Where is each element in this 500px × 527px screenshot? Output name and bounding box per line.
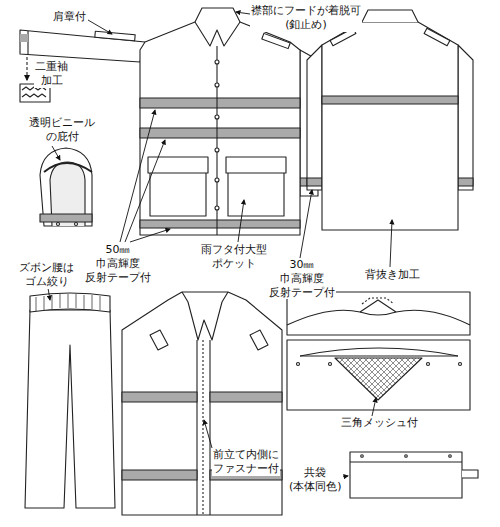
callout-label: 前立て内側に ファスナー付 <box>212 448 280 476</box>
callout-label: 背抜き加工 <box>364 268 421 282</box>
callout-label: 襟部にフードが着脱可 (釦止め) <box>250 4 362 32</box>
callout-label: 透明ビニール の庇付 <box>28 116 96 144</box>
mesh-detail <box>287 340 470 410</box>
callout-label: ズボン腰は ゴム絞り <box>18 261 75 289</box>
callout-label: 肩章付 <box>52 10 87 24</box>
storage-bag <box>350 452 478 498</box>
callout-label: 共袋 (本体同色) <box>288 466 343 494</box>
callout-label: 30㎜巾高輝度 反射テープ付 <box>268 258 336 299</box>
callout-label: 雨フタ付大型 ポケット <box>200 243 268 271</box>
trousers <box>25 293 115 508</box>
extended-sleeve <box>20 30 145 62</box>
hood <box>40 148 92 226</box>
callout-label: 二重袖 加工 <box>34 60 69 88</box>
front-placket-detail <box>122 292 282 515</box>
leader-lines <box>48 12 392 478</box>
callout-label: 50㎜巾高輝度 反射テープ付 <box>84 243 152 284</box>
coat-back <box>307 10 473 230</box>
callout-label: 三角メッシュ付 <box>340 416 419 430</box>
coat-front <box>140 8 318 235</box>
